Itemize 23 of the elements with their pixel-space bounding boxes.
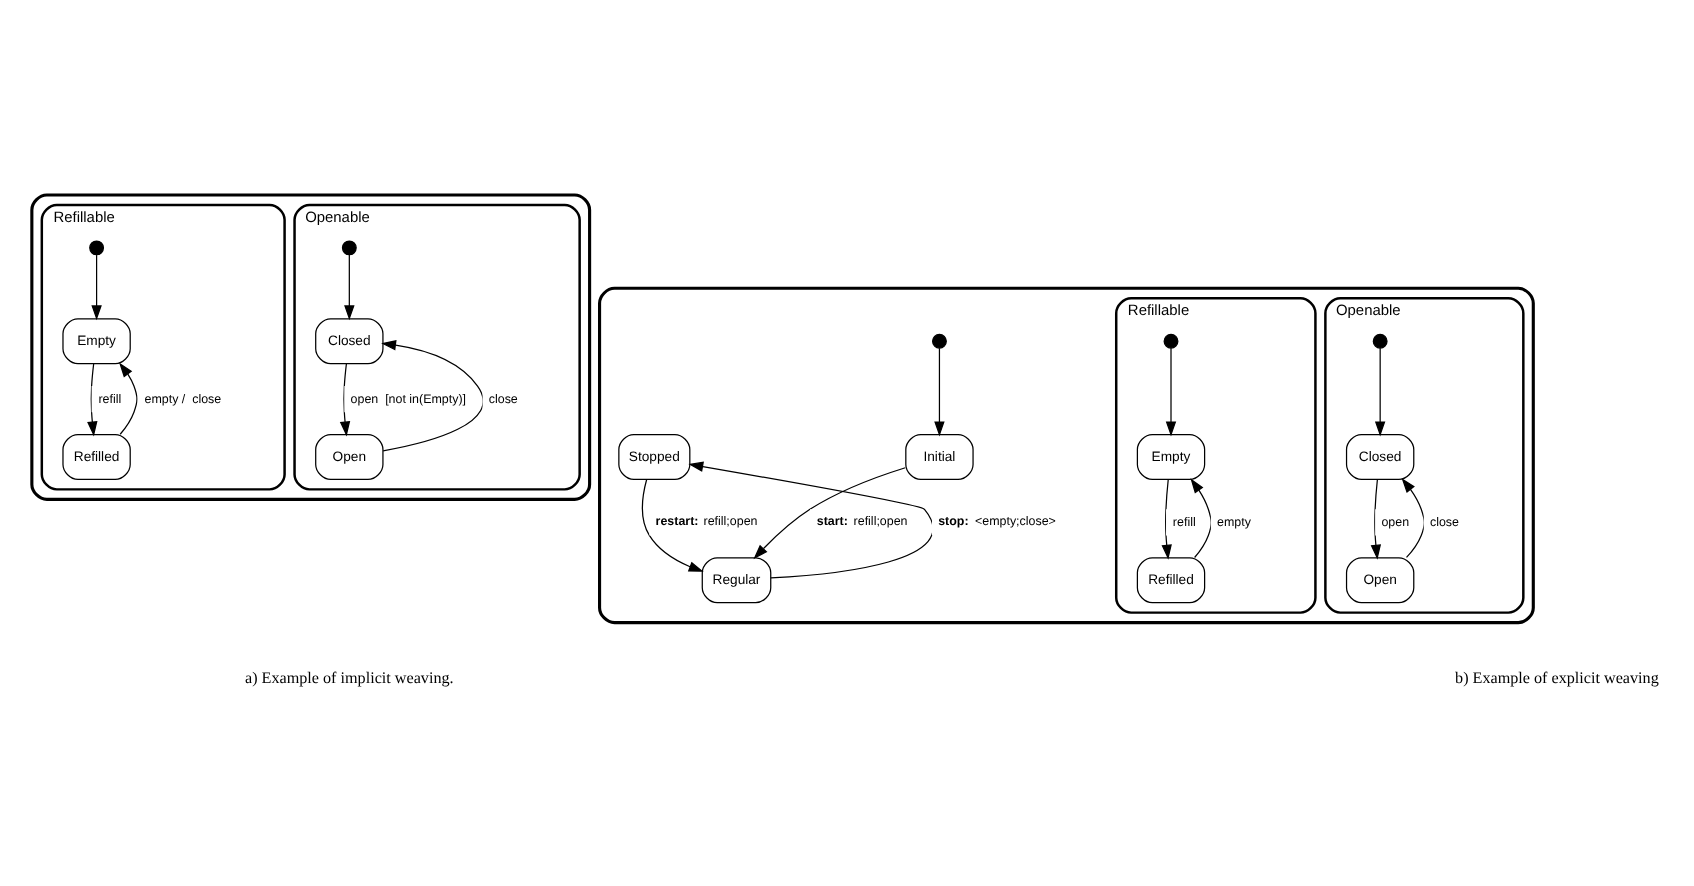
node-circle bbox=[89, 240, 105, 256]
node-circle bbox=[1372, 333, 1388, 349]
node-circle bbox=[341, 240, 357, 256]
cluster bbox=[30, 193, 592, 501]
cluster bbox=[598, 286, 1535, 625]
arrow bbox=[1370, 478, 1382, 560]
arrow bbox=[1165, 347, 1177, 437]
arrow bbox=[1190, 478, 1212, 559]
arrow bbox=[87, 363, 98, 437]
arrow bbox=[339, 363, 351, 437]
arrow bbox=[1374, 347, 1386, 437]
arrow bbox=[688, 461, 934, 579]
arrow bbox=[934, 347, 945, 437]
arrow bbox=[381, 340, 484, 452]
arrow bbox=[1161, 478, 1172, 560]
arrow bbox=[119, 362, 138, 435]
arrow bbox=[753, 467, 906, 560]
arrow bbox=[91, 254, 102, 321]
arrow bbox=[1401, 478, 1425, 559]
arrow bbox=[344, 254, 355, 321]
node-circle bbox=[1163, 333, 1179, 349]
node-circle bbox=[931, 333, 947, 349]
arrow bbox=[641, 478, 704, 572]
